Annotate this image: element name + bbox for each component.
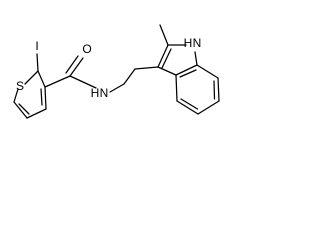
bond-c7a-c7 (196, 64, 219, 79)
bond-c4-c3 (26, 108, 47, 119)
bond-c5-c4-inner (18, 103, 30, 115)
amide-group (44, 55, 97, 89)
bond-c7a-c3a (175, 64, 198, 76)
bond-c2-methyl (159, 24, 169, 46)
bond-c3-carbonyl (44, 75, 71, 88)
atom-label-indole-nitrogen: N (193, 36, 202, 50)
bond-c3-c2-indole (157, 44, 169, 68)
bond-ch2-ch2 (123, 68, 136, 85)
atom-label-indole-hydrogen: H (184, 36, 193, 50)
bond-carbonyl-oxygen (69, 57, 84, 77)
indole-benzene-ring (175, 64, 220, 115)
atom-label-amide-nitrogen: N (100, 86, 109, 100)
atom-label-sulfur: S (16, 79, 24, 93)
bond-n1-c7a (194, 51, 198, 66)
atom-label-amide-hydrogen: H (91, 86, 100, 100)
bond-ch2-indole (134, 66, 159, 70)
bond-c3a-c3 (157, 66, 177, 76)
bond-c3-c2-inner (40, 88, 43, 106)
bond-c5-c4-inner (180, 98, 199, 110)
bond-c3-c2-indole-double (161, 48, 172, 69)
bond-s-c5 (13, 88, 19, 103)
atom-label-iodine: I (35, 39, 38, 53)
indole-pyrrole-ring (157, 44, 198, 76)
ethyl-linker (109, 66, 159, 93)
bond-c3a-c7a-inner (179, 69, 197, 78)
bond-nitrogen-ch2 (109, 83, 125, 93)
bond-c7-c6 (217, 77, 220, 102)
molecule-structure-diagram: I S O N H H N (13, 24, 220, 119)
bond-c3-c2 (44, 86, 47, 110)
bond-c6-c5 (197, 100, 220, 115)
bond-c2-s-upper (37, 70, 46, 88)
bond-c2-s (24, 70, 39, 85)
bond-c5-c4 (13, 101, 28, 119)
atom-labels: I S O N H H N (16, 36, 201, 100)
thiophene-ring (13, 70, 47, 119)
bond-c2-iodine (36, 53, 39, 72)
bond-carbonyl-oxygen-double (65, 55, 79, 74)
bond-carbonyl-nitrogen (69, 75, 97, 89)
bond-c7-c6-inner (213, 80, 216, 100)
atom-label-oxygen: O (82, 42, 91, 56)
bond-c5-c4 (176, 100, 199, 115)
bond-c4-c3a (175, 74, 178, 102)
